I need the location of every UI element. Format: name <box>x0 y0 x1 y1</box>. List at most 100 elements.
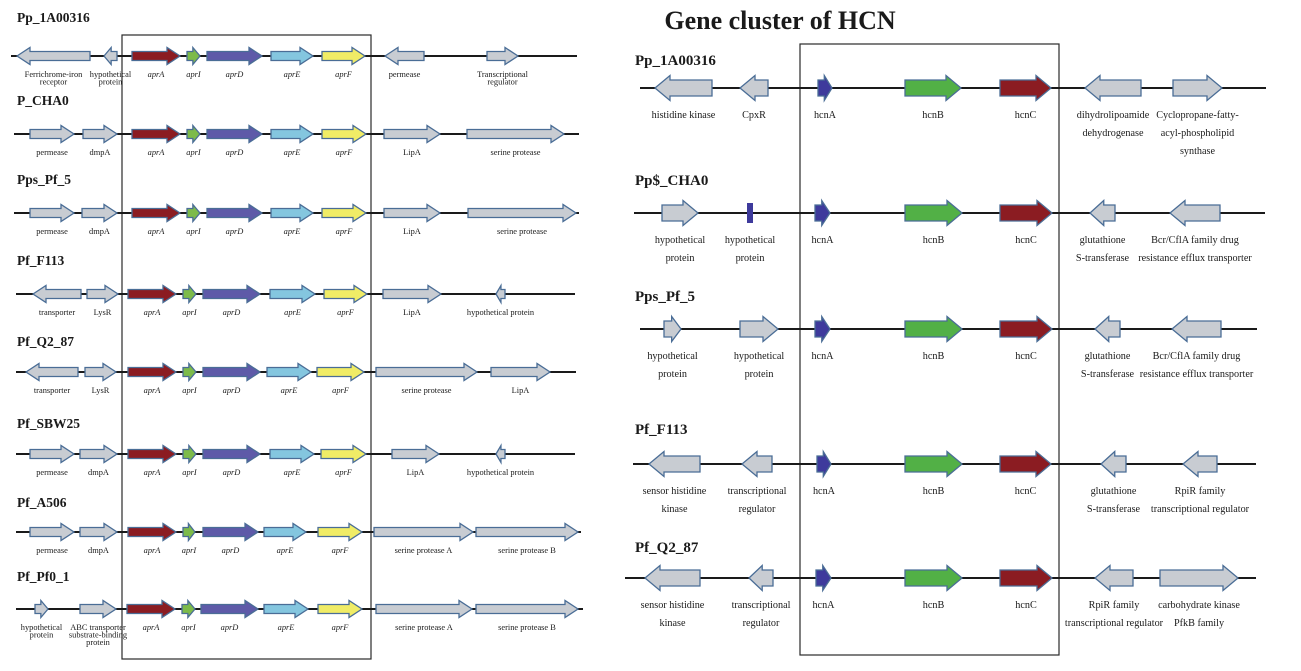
gene-label: LipA <box>403 308 421 317</box>
gene-label: LipA <box>407 468 425 477</box>
gene-label: aprA <box>144 546 162 555</box>
gene-arrow-sensor-histidine-kinase <box>647 450 701 478</box>
gene-arrow-hypothetical-protein <box>103 45 118 67</box>
gene-label: hcnC <box>1015 486 1037 497</box>
gene-arrow-hcnc <box>999 199 1054 227</box>
gene-label: LipA <box>403 227 421 236</box>
gene-label: aprI <box>186 70 202 79</box>
gene-label: hcnA <box>812 600 835 611</box>
gene-label: glutathione <box>1080 235 1126 246</box>
gene-label: aprE <box>284 227 301 236</box>
gene-arrow-apre <box>269 284 317 304</box>
gene-label: aprD <box>223 308 241 317</box>
gene-label: regulator <box>487 78 517 87</box>
gene-label: aprE <box>278 623 295 632</box>
gene-label: hypothetical protein <box>467 308 535 317</box>
gene-label: permease <box>36 546 68 555</box>
gene-label: aprE <box>284 70 301 79</box>
gene-label: kinase <box>661 504 688 515</box>
gene-label: serine protease B <box>498 546 556 555</box>
gene-label: transcriptional regulator <box>1151 504 1250 515</box>
left-panel: Pp_1A00316Ferrichrome-ironreceptorhypoth… <box>11 10 583 647</box>
gene-arrow-hypothetical-protein <box>661 199 700 227</box>
gene-arrow-hcnb <box>904 315 964 343</box>
gene-arrow-hcnb <box>904 450 964 478</box>
gene-arrow-hcnc <box>999 315 1054 343</box>
gene-label: RpiR family <box>1089 600 1141 611</box>
strain-label: Pf_Q2_87 <box>635 540 699 556</box>
strain-label: Pf_Q2_87 <box>17 334 74 349</box>
gene-label: dihydrolipoamide <box>1077 110 1150 121</box>
gene-label: hcnB <box>923 486 945 497</box>
gene-arrow-hypothetical-protein <box>739 315 780 343</box>
gene-label: aprD <box>223 468 241 477</box>
gene-label: aprD <box>221 623 239 632</box>
gene-label: hcnA <box>811 351 834 362</box>
gene-label: aprA <box>144 468 162 477</box>
gene-label: protein <box>99 78 124 87</box>
gene-label: hcnB <box>923 235 945 246</box>
gene-label: protein <box>736 253 765 264</box>
gene-arrow-apre <box>263 599 310 619</box>
gene-label: aprD <box>226 148 244 157</box>
gene-arrow-dmpa <box>79 522 119 542</box>
gene-arrow-serine-protease-a <box>375 599 474 619</box>
gene-label: serine protease <box>491 148 541 157</box>
gene-arrow-lipa <box>382 284 443 304</box>
gene-label: hypothetical <box>21 623 63 632</box>
gene-arrow-serine-protease <box>375 362 479 382</box>
gene-label: permease <box>36 148 68 157</box>
gene-arrow-transcriptional-regulator <box>740 450 773 478</box>
gene-label: acyl-phospholipid <box>1161 128 1235 139</box>
gene-arrow-aprd <box>202 444 262 464</box>
gene-arrow-apre <box>270 203 315 223</box>
gene-label: substrate-binding <box>69 631 128 640</box>
gene-arrow-sensor-histidine-kinase <box>643 564 701 592</box>
hcn-track-pp-cha0: Pp$_CHA0hypotheticalproteinhypotheticalp… <box>634 173 1265 264</box>
gene-label: CpxR <box>742 110 766 121</box>
gene-arrow-apre <box>266 362 313 382</box>
gene-arrow-hcna <box>814 198 831 228</box>
hcn-track-pps-pf-5: Pps_Pf_5hypotheticalproteinhypotheticalp… <box>635 289 1257 380</box>
gene-label: transporter <box>39 308 75 317</box>
gene-arrow-hcna <box>817 73 833 103</box>
gene-label: glutathione <box>1091 486 1137 497</box>
gene-arrow-hcnc <box>999 564 1054 592</box>
gene-arrow-apri <box>182 443 197 465</box>
gene-arrow-hcna <box>815 563 832 593</box>
gene-label: transcriptional <box>728 486 787 497</box>
gene-label: aprD <box>222 546 240 555</box>
gene-label: hcnB <box>922 110 944 121</box>
strain-label: Pf_F113 <box>635 422 688 438</box>
gene-label: aprA <box>144 308 162 317</box>
strain-label: Pp_1A00316 <box>635 53 716 69</box>
gene-arrow-apre <box>270 124 315 144</box>
gene-label: sensor histidine <box>643 486 707 497</box>
gene-arrow-transporter <box>31 284 82 304</box>
gene-arrow-serine-protease <box>467 203 578 223</box>
gene-label: dehydrogenase <box>1082 128 1144 139</box>
gene-label: hypothetical <box>734 351 785 362</box>
strain-label: Pps_Pf_5 <box>17 172 71 187</box>
gene-label: carbohydrate kinase <box>1158 600 1240 611</box>
gene-label: dmpA <box>88 468 109 477</box>
gene-label: protein <box>666 253 695 264</box>
gene-label: aprE <box>284 148 301 157</box>
gene-label: aprF <box>332 386 350 395</box>
gene-arrow-aprd <box>202 362 262 382</box>
gene-arrow-aprd <box>202 522 260 542</box>
gene-label: sensor histidine <box>641 600 705 611</box>
gene-label: hcnC <box>1015 351 1037 362</box>
gene-label: aprA <box>144 386 162 395</box>
gene-arrow-apra <box>127 444 178 464</box>
gene-label: aprE <box>281 386 298 395</box>
gene-arrow-bcr-cfla-family-drug-resistance-efflux-transporter <box>1170 315 1222 343</box>
gene-label: dmpA <box>90 148 111 157</box>
gene-arrow-apra <box>131 203 182 223</box>
gene-arrow-permease <box>29 203 76 223</box>
